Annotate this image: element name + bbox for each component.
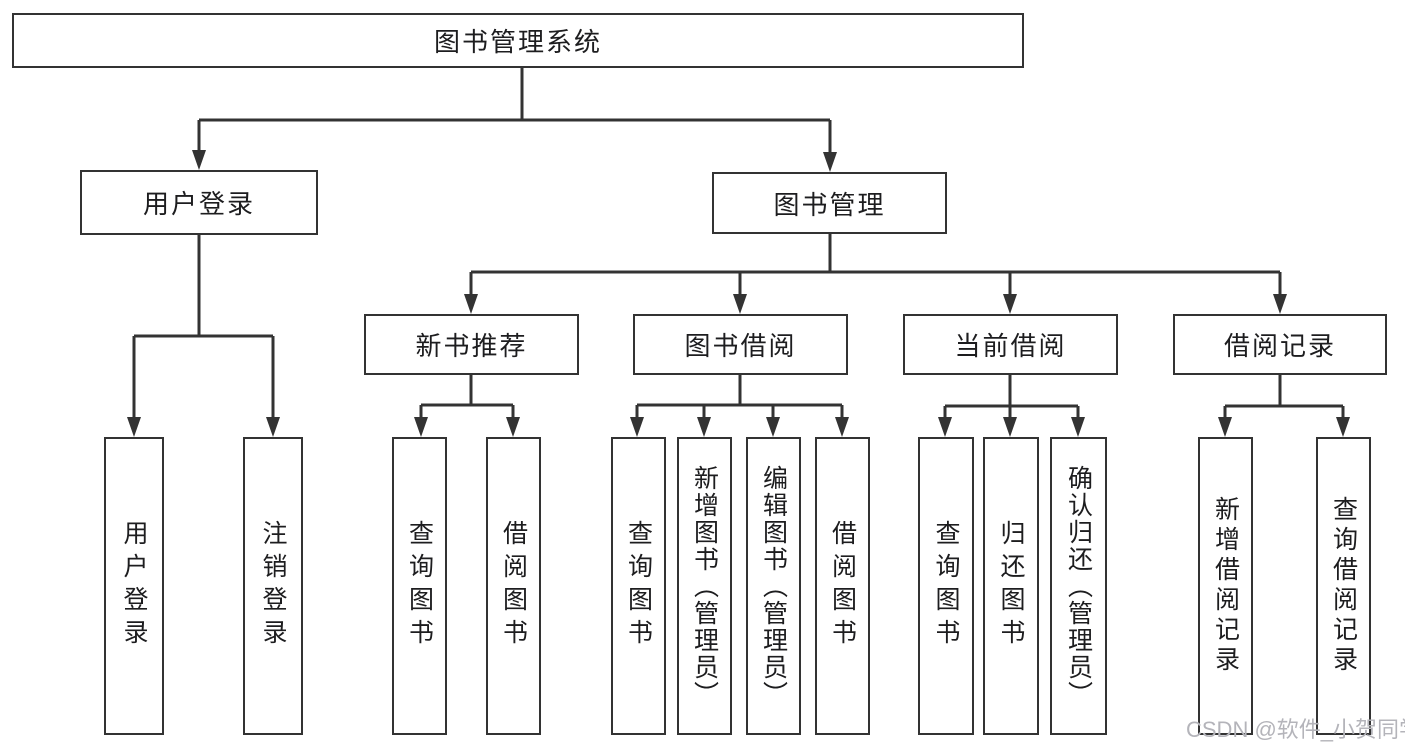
arrowhead-icon bbox=[1003, 417, 1017, 437]
arrowhead-icon bbox=[1003, 294, 1017, 314]
node-new-book-recommend-label: 新书推荐 bbox=[415, 331, 528, 361]
leaf-borrow-query-books-label: 查询图书 bbox=[624, 520, 653, 652]
node-current-borrowing-label: 当前借阅 bbox=[954, 331, 1067, 361]
leaf-current-query-books-label: 查询图书 bbox=[932, 520, 960, 652]
node-root-label: 图书管理系统 bbox=[433, 27, 602, 57]
arrowhead-icon bbox=[1273, 294, 1287, 314]
arrowhead-icon bbox=[414, 417, 428, 437]
leaf-newbook-query-books-label: 查询图书 bbox=[405, 520, 434, 652]
arrowhead-icon bbox=[1336, 417, 1350, 437]
leaf-current-return-books-label: 归还图书 bbox=[997, 520, 1025, 652]
leaf-logout-label: 注销登录 bbox=[259, 520, 287, 652]
leaf-logout: 注销登录 bbox=[243, 437, 303, 735]
arrowhead-icon bbox=[1071, 417, 1085, 437]
leaf-current-query-books: 查询图书 bbox=[918, 437, 974, 735]
leaf-borrow-borrow-books: 借阅图书 bbox=[815, 437, 870, 735]
leaf-borrow-edit-books-admin-label: 编辑图书（管理员） bbox=[759, 464, 788, 708]
node-borrow-records: 借阅记录 bbox=[1173, 314, 1387, 375]
arrowhead-icon bbox=[127, 417, 141, 437]
arrowhead-icon bbox=[192, 150, 206, 170]
arrowhead-icon bbox=[697, 417, 711, 437]
arrowhead-icon bbox=[766, 417, 780, 437]
arrowhead-icon bbox=[733, 294, 747, 314]
node-borrow-records-label: 借阅记录 bbox=[1223, 331, 1336, 361]
leaf-newbook-borrow-books: 借阅图书 bbox=[486, 437, 541, 735]
leaf-borrow-add-books-admin-label: 新增图书（管理员） bbox=[690, 464, 719, 708]
arrowhead-icon bbox=[1218, 417, 1232, 437]
node-user-login: 用户登录 bbox=[80, 170, 318, 235]
leaf-current-confirm-return-admin-label: 确认归还（管理员） bbox=[1064, 464, 1093, 708]
node-new-book-recommend: 新书推荐 bbox=[364, 314, 579, 375]
leaf-borrow-add-books-admin: 新增图书（管理员） bbox=[677, 437, 732, 735]
leaf-newbook-borrow-books-label: 借阅图书 bbox=[499, 520, 528, 652]
leaf-user-login-label: 用户登录 bbox=[120, 520, 148, 652]
arrowhead-icon bbox=[266, 417, 280, 437]
leaf-current-confirm-return-admin: 确认归还（管理员） bbox=[1050, 437, 1107, 735]
leaf-current-return-books: 归还图书 bbox=[983, 437, 1039, 735]
arrowhead-icon bbox=[835, 417, 849, 437]
leaf-borrow-query-books: 查询图书 bbox=[611, 437, 666, 735]
node-root: 图书管理系统 bbox=[12, 13, 1024, 68]
arrowhead-icon bbox=[823, 152, 837, 172]
node-book-borrowing-label: 图书借阅 bbox=[684, 331, 797, 361]
leaf-records-query-record-label: 查询借阅记录 bbox=[1329, 496, 1358, 676]
node-book-management-label: 图书管理 bbox=[773, 189, 886, 220]
leaf-user-login: 用户登录 bbox=[104, 437, 164, 735]
leaf-records-query-record: 查询借阅记录 bbox=[1316, 437, 1371, 735]
arrowhead-icon bbox=[938, 417, 952, 437]
arrowhead-icon bbox=[464, 294, 478, 314]
leaf-newbook-query-books: 查询图书 bbox=[392, 437, 447, 735]
leaf-records-add-record-label: 新增借阅记录 bbox=[1211, 496, 1240, 676]
node-current-borrowing: 当前借阅 bbox=[903, 314, 1118, 375]
node-user-login-label: 用户登录 bbox=[142, 189, 255, 219]
leaf-records-add-record: 新增借阅记录 bbox=[1198, 437, 1253, 735]
leaf-borrow-borrow-books-label: 借阅图书 bbox=[828, 520, 857, 652]
node-book-management: 图书管理 bbox=[712, 172, 947, 234]
csdn-watermark: CSDN @软件_小贺同学 bbox=[1186, 717, 1405, 742]
leaf-borrow-edit-books-admin: 编辑图书（管理员） bbox=[746, 437, 801, 735]
arrowhead-icon bbox=[506, 417, 520, 437]
arrowhead-icon bbox=[630, 417, 644, 437]
node-book-borrowing: 图书借阅 bbox=[633, 314, 848, 375]
